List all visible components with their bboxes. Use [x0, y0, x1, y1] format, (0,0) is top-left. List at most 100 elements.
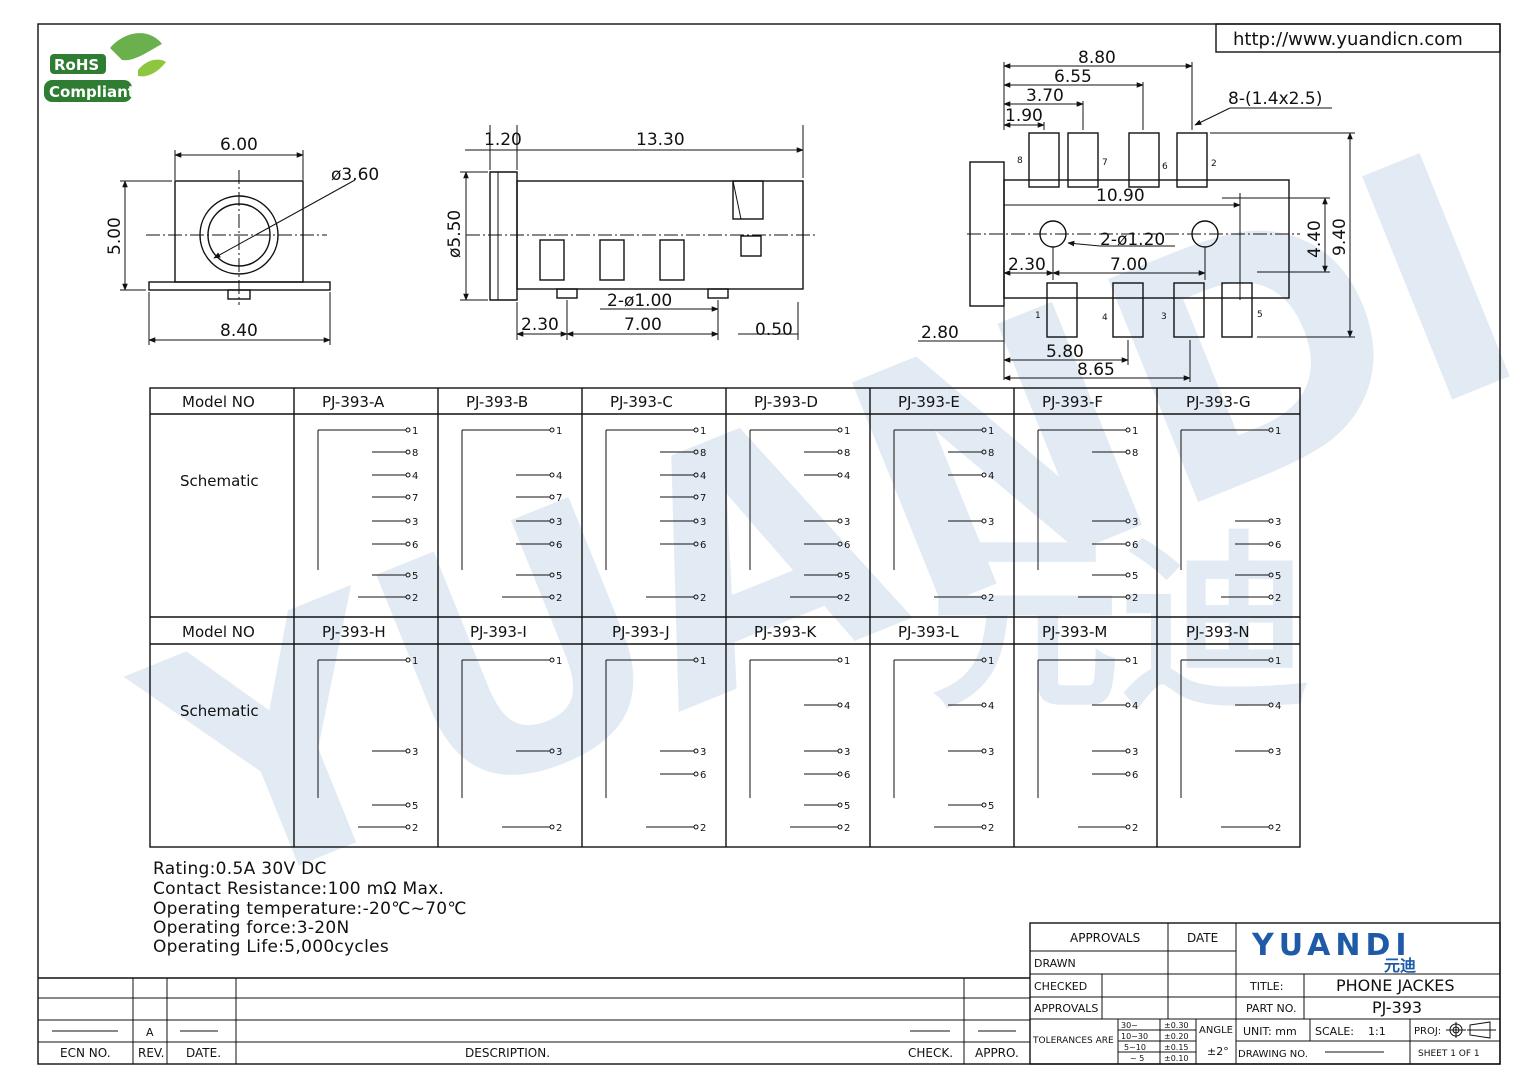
schematic-pin [981, 449, 987, 455]
model-pj-393-e: PJ-393-E [898, 393, 960, 411]
dim-580: 5.80 [1046, 342, 1084, 362]
schematic-pin [549, 518, 555, 524]
projection-icon [1446, 1021, 1496, 1039]
schematic-label-row2: Schematic [180, 702, 259, 720]
dim-940: 9.40 [1330, 218, 1350, 256]
dim-height: 5.00 [105, 217, 125, 255]
schematic-pin [405, 494, 411, 500]
schematic-pin-label: 1 [1275, 656, 1281, 667]
schematic-pin-label: 1 [844, 656, 850, 667]
part-label: PART NO. [1246, 1002, 1296, 1015]
schematic-pin [1125, 449, 1131, 455]
schematic-pin [1125, 771, 1131, 777]
schematic-pin-label: 2 [1132, 823, 1138, 834]
pin-label-1: 1 [1035, 311, 1041, 321]
schematic-pin [693, 494, 699, 500]
schematic-pin-label: 4 [844, 471, 850, 482]
schematic-pin-label: 8 [1132, 448, 1138, 459]
schematic-pin-label: 1 [556, 656, 562, 667]
drawing-no-label: DRAWING NO. [1238, 1049, 1308, 1060]
schematic-pin [1125, 657, 1131, 663]
schematic-pin [981, 802, 987, 808]
schematic-pin-label: 5 [1275, 571, 1281, 582]
approvals-header: APPROVALS [1070, 931, 1140, 945]
spec-life: Operating Life:5,000cycles [153, 937, 389, 957]
schematic-pin-label: 1 [1275, 426, 1281, 437]
schematic-pin [693, 748, 699, 754]
compliant-label: Compliant [49, 83, 135, 101]
brand-logo: YUANDI [1251, 928, 1412, 963]
schematic-pin [981, 594, 987, 600]
pin-label-8: 8 [1017, 156, 1023, 166]
schematic-pin-label: 6 [1275, 540, 1281, 551]
schematic-pin-label: 1 [412, 426, 418, 437]
pin-label-2: 2 [1211, 159, 1217, 169]
tol-value-1: ±0.30 [1164, 1021, 1189, 1030]
schematic-pin-label: 4 [412, 471, 418, 482]
schematic-pin [981, 824, 987, 830]
dim-side-230: 2.30 [521, 315, 559, 335]
title-value: PHONE JACKES [1336, 976, 1454, 995]
schematic-pin [405, 518, 411, 524]
schematic-pin-label: 4 [1132, 701, 1138, 712]
schematic-pin [693, 541, 699, 547]
front-view: 6.00 ø3.60 5.00 8.40 [105, 135, 379, 345]
dim-side-050: 0.50 [755, 320, 793, 340]
schematic-pin-label: 2 [988, 593, 994, 604]
schematic-pin [549, 657, 555, 663]
schematic-pin [693, 771, 699, 777]
model-label-row1: Model NO [182, 393, 255, 411]
schematic-pin-label: 6 [412, 540, 418, 551]
brand-logo-cjk: 元迪 [1384, 956, 1416, 975]
schematic-pin [405, 802, 411, 808]
schematic-pin-label: 4 [556, 471, 562, 482]
schematic-pin-label: 6 [556, 540, 562, 551]
check-header: CHECK. [908, 1046, 953, 1060]
dim-width: 6.00 [220, 135, 258, 155]
schematic-pin-label: 4 [700, 471, 706, 482]
schematic-pin [693, 594, 699, 600]
side-view: 1.20 13.30 ø5.50 2-ø1.00 2.30 7.00 0.50 [445, 125, 818, 340]
schematic-pin [837, 824, 843, 830]
model-table: Model NO Schematic Model NO Schematic PJ… [149, 387, 1301, 848]
schematic-pin-label: 2 [1275, 823, 1281, 834]
schematic-pin-label: 6 [844, 540, 850, 551]
schematic-pin-label: 3 [1132, 747, 1138, 758]
schematic-pin-label: 1 [844, 426, 850, 437]
schematic-pin-label: 6 [1132, 770, 1138, 781]
title-label: TITLE: [1249, 980, 1283, 993]
tol-value-4: ±0.10 [1164, 1054, 1189, 1063]
date-header: DATE. [186, 1046, 221, 1060]
schematic-pin [549, 824, 555, 830]
schematic-pin [693, 518, 699, 524]
schematic-pin-label: 2 [412, 823, 418, 834]
drawn-label: DRAWN [1034, 957, 1076, 970]
dim-230: 2.30 [1008, 255, 1046, 275]
schematic-pin [981, 702, 987, 708]
sheet-label: SHEET 1 OF 1 [1418, 1049, 1480, 1059]
website-url[interactable]: http://www.yuandicn.com [1233, 29, 1463, 50]
part-value: PJ-393 [1372, 998, 1422, 1017]
tol-range-3: 5~10 [1124, 1043, 1146, 1052]
schematic-pin-label: 5 [988, 801, 994, 812]
schematic-pin [1268, 748, 1274, 754]
schematic-pin-label: 2 [700, 593, 706, 604]
schematic-pin-label: 1 [988, 426, 994, 437]
schematic-pin [693, 427, 699, 433]
schematic-pin-label: 1 [700, 656, 706, 667]
schematic-pin-label: 3 [1132, 517, 1138, 528]
schematic-pin [981, 472, 987, 478]
spec-temperature: Operating temperature:-20℃~70℃ [153, 899, 467, 919]
schematic-pin [405, 427, 411, 433]
model-pj-393-c: PJ-393-C [610, 393, 673, 411]
watermark-text: YUANDI [97, 81, 1538, 973]
dim-pins: 2-ø1.00 [607, 291, 672, 311]
schematic-pin-label: 2 [1275, 593, 1281, 604]
dim-190: 1.90 [1005, 106, 1043, 126]
schematic-pin-label: 3 [556, 517, 562, 528]
dim-865: 8.65 [1077, 360, 1115, 380]
pin-label-7: 7 [1102, 158, 1108, 168]
schematic-pin [693, 449, 699, 455]
checked-label: CHECKED [1034, 980, 1087, 993]
schematic-pin [1268, 541, 1274, 547]
